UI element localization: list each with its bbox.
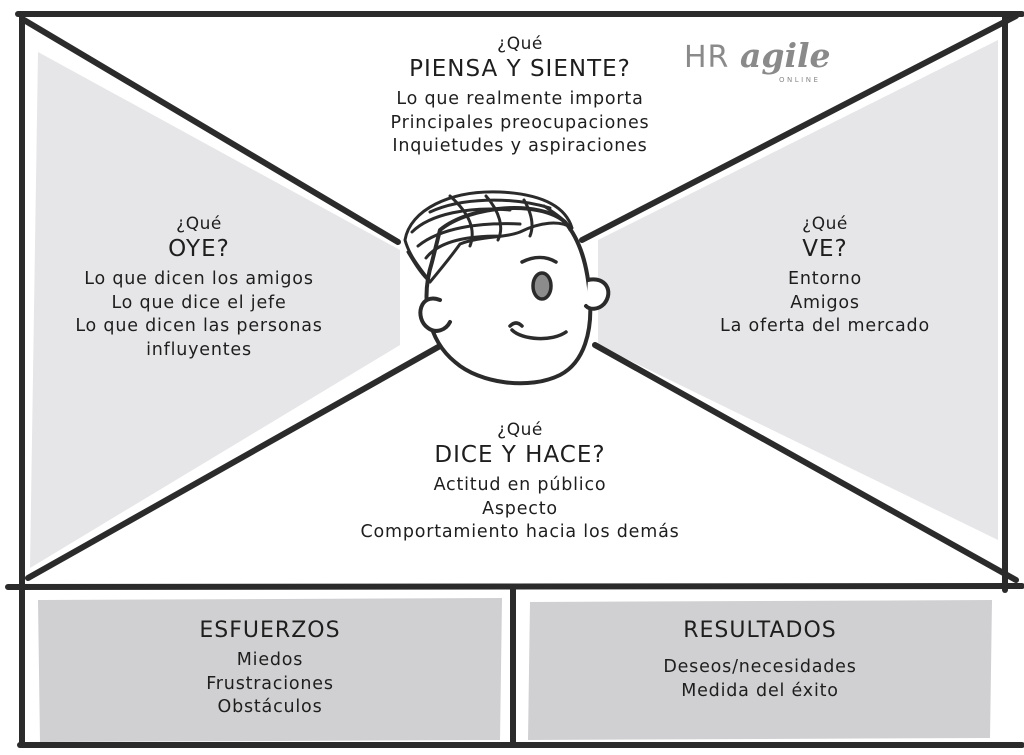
hear-line: influyentes <box>146 339 252 360</box>
hair-scribble <box>403 190 574 284</box>
hear-line: Lo que dicen las personas <box>75 316 323 336</box>
results-box-fill <box>528 600 992 740</box>
hear-heading: OYE? <box>168 236 230 262</box>
diagonal-top-right <box>579 13 1019 243</box>
see-line: La oferta del mercado <box>720 316 930 336</box>
head-illustration <box>403 190 611 386</box>
efforts-line: Frustraciones <box>206 673 334 694</box>
think-feel-heading: PIENSA Y SIENTE? <box>409 56 631 82</box>
efforts-section: ESFUERZOS Miedos Frustraciones Obstáculo… <box>60 616 480 720</box>
say-do-line: Actitud en público <box>433 475 607 495</box>
logo-hr: HR <box>684 40 730 75</box>
think-feel-line: Principales preocupaciones <box>390 112 650 133</box>
see-line: Amigos <box>790 292 860 313</box>
logo-online: ONLINE <box>779 76 821 84</box>
diagonal-bottom-right <box>592 342 1019 583</box>
eye <box>531 271 553 301</box>
hear-question: ¿Qué <box>176 214 222 234</box>
efforts-line: Obstáculos <box>217 697 323 717</box>
diagonal-bottom-left <box>25 343 443 581</box>
say-do-question: ¿Qué <box>497 420 543 440</box>
say-do-heading: DICE Y HACE? <box>434 442 606 468</box>
results-title: RESULTADOS <box>683 618 837 643</box>
see-question: ¿Qué <box>802 214 848 234</box>
say-do-line: Comportamiento hacia los demás <box>360 522 680 542</box>
ear-left <box>418 296 452 333</box>
hear-line: Lo que dicen los amigos <box>84 269 314 289</box>
see-line: Entorno <box>787 269 862 289</box>
efforts-title: ESFUERZOS <box>199 618 341 643</box>
right-panel-fill <box>598 40 998 540</box>
think-feel-line: Lo que realmente importa <box>396 89 644 109</box>
say-do-section: ¿Qué DICE Y HACE? Actitud en público Asp… <box>320 420 720 545</box>
diagonal-top-left <box>21 17 401 245</box>
see-heading: VE? <box>802 236 848 262</box>
efforts-line: Miedos <box>236 650 304 670</box>
ear-right <box>584 277 611 311</box>
see-section: ¿Qué VE? Entorno Amigos La oferta del me… <box>680 214 970 339</box>
think-feel-question: ¿Qué <box>497 34 543 54</box>
say-do-line: Aspecto <box>482 498 558 519</box>
eyebrow <box>520 255 558 264</box>
logo-agile: agile <box>740 36 831 75</box>
smile <box>508 321 568 341</box>
results-line: Medida del éxito <box>681 680 839 701</box>
think-feel-section: ¿Qué PIENSA Y SIENTE? Lo que realmente i… <box>340 34 700 159</box>
hear-section: ¿Qué OYE? Lo que dicen los amigos Lo que… <box>40 214 358 362</box>
results-section: RESULTADOS Deseos/necesidades Medida del… <box>550 616 970 703</box>
efforts-box-fill <box>38 598 502 742</box>
left-panel-fill <box>30 52 400 568</box>
think-feel-line: Inquietudes y aspiraciones <box>392 136 648 156</box>
results-line: Deseos/necesidades <box>663 657 857 677</box>
hragile-logo: HR agile ONLINE <box>684 36 844 90</box>
hear-line: Lo que dice el jefe <box>111 292 287 313</box>
